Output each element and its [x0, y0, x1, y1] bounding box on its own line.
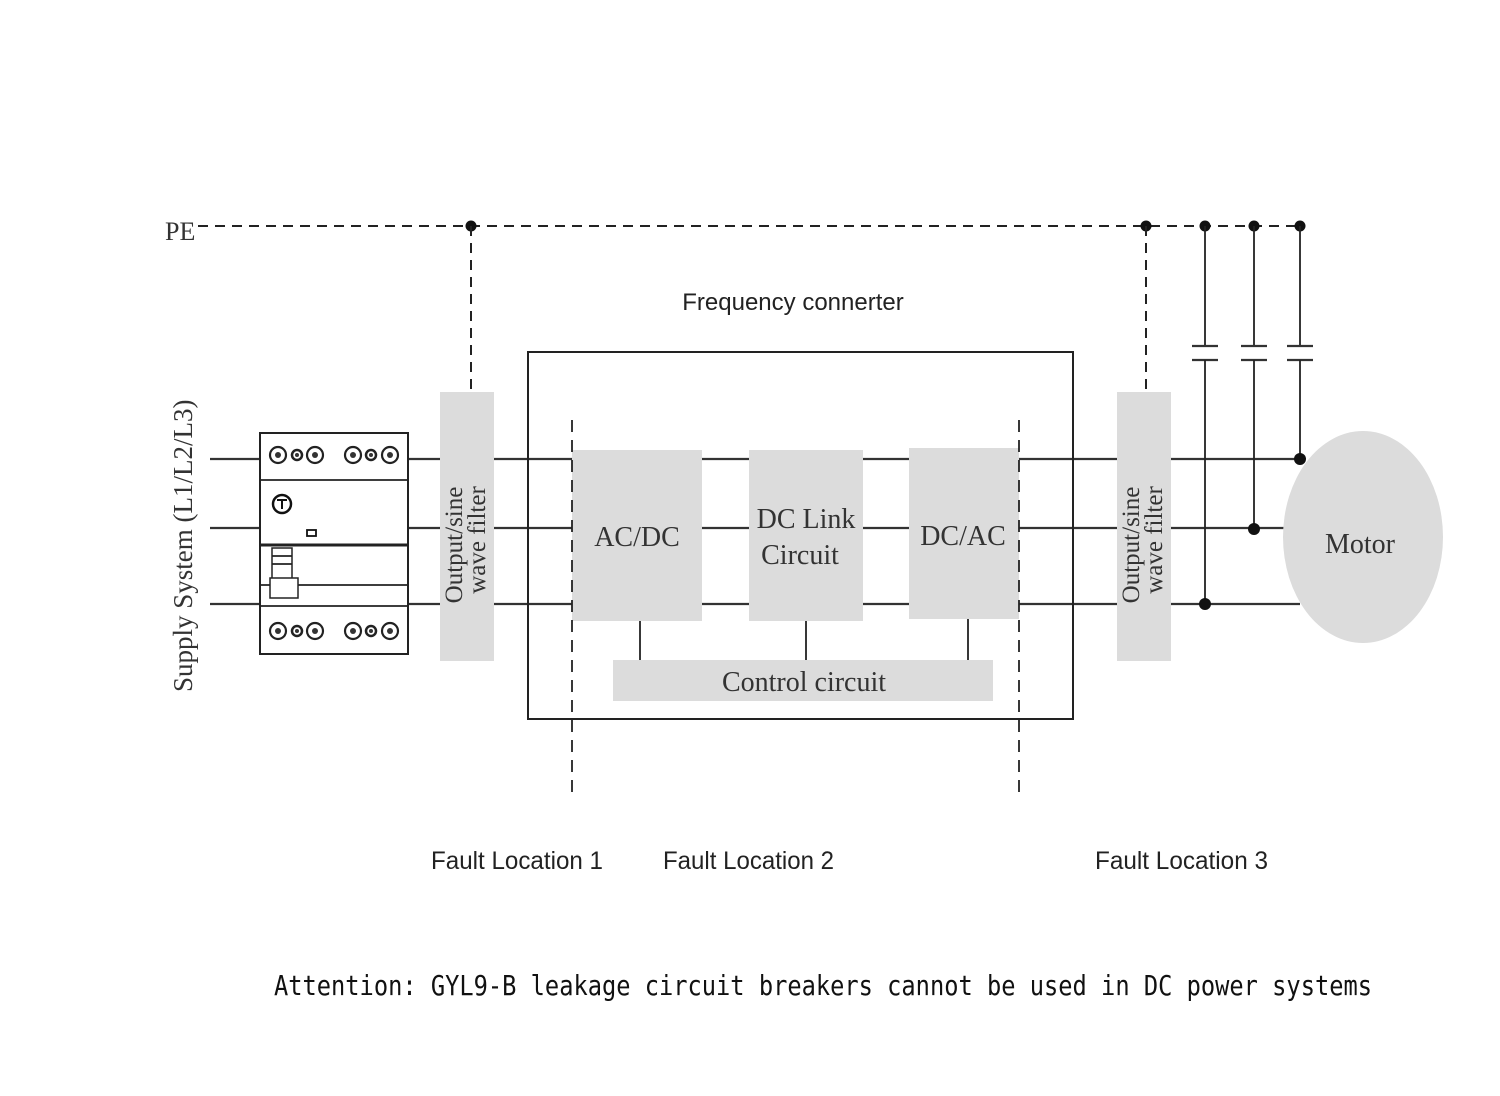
pe-line-group: PE: [165, 217, 1306, 392]
terminal-screw-center: [295, 453, 299, 457]
motor-symbol: [1283, 431, 1443, 643]
input-filter-label-line1: Output/sine: [441, 487, 468, 604]
terminal-screw-center: [312, 628, 318, 634]
fault-location-3-label: Fault Location 3: [1095, 847, 1268, 875]
input-filter-block: [440, 392, 494, 661]
breaker-terminals-top: [268, 445, 400, 465]
acdc-block: [572, 450, 702, 621]
breaker-toggle-lever: [271, 547, 293, 583]
control-circuit-block: [613, 660, 993, 701]
y-capacitors: [1192, 226, 1313, 610]
output-filter: Output/sine wave filter: [1117, 392, 1171, 661]
converter-enclosure: [527, 351, 1074, 720]
supply-system-label: Supply System (L1/L2/L3): [168, 400, 198, 693]
dc-link-block: [749, 450, 863, 621]
node-l2: [1248, 523, 1260, 535]
output-filter-block: [1117, 392, 1171, 661]
pe-label: PE: [165, 217, 195, 246]
input-filter: Output/sine wave filter: [440, 392, 494, 661]
output-filter-label-line1: Output/sine: [1118, 487, 1145, 604]
control-circuit-label: Control circuit: [722, 667, 886, 698]
node-l1: [1294, 453, 1306, 465]
terminal-screw-center: [295, 629, 299, 633]
input-filter-label-line2: wave filter: [464, 486, 491, 594]
terminal-screw-center: [369, 453, 373, 457]
terminal-screw-center: [369, 629, 373, 633]
test-button-icon: [271, 493, 293, 515]
acdc-label: AC/DC: [594, 522, 680, 553]
capacitor-l1: [1287, 226, 1313, 459]
terminal-screw-center: [387, 628, 393, 634]
terminal-screw-center: [275, 628, 281, 634]
node-l3: [1199, 598, 1211, 610]
fault-location-1-label: Fault Location 1: [431, 847, 603, 875]
motor-label: Motor: [1325, 529, 1396, 560]
motor: Motor: [1283, 431, 1443, 643]
output-filter-label-line2: wave filter: [1141, 486, 1168, 594]
converter-title: Frequency connerter: [682, 289, 903, 316]
terminal-screw-center: [350, 628, 356, 634]
dcac-label: DC/AC: [920, 521, 1006, 552]
capacitor-l3: [1192, 226, 1218, 610]
indicator-window: [306, 529, 317, 537]
terminal-screw-center: [275, 452, 281, 458]
breaker-toggle-base: [269, 577, 299, 599]
phase-wires: [210, 457, 1300, 606]
dc-link-label-line2: Circuit: [761, 540, 839, 571]
terminal-screw-center: [387, 452, 393, 458]
attention-note: Attention: GYL9-B leakage circuit breake…: [274, 969, 1372, 1002]
breaker-terminals-bottom: [268, 621, 400, 641]
frequency-converter: Frequency connerter AC/DC DC Link Circui…: [527, 289, 1074, 720]
fault-location-2-label: Fault Location 2: [663, 847, 834, 875]
dcac-block: [909, 448, 1019, 619]
dc-link-label-line1: DC Link: [757, 504, 856, 535]
terminal-screw-center: [312, 452, 318, 458]
leakage-circuit-breaker: [259, 432, 409, 655]
terminal-screw-center: [350, 452, 356, 458]
capacitor-l2: [1241, 226, 1267, 535]
